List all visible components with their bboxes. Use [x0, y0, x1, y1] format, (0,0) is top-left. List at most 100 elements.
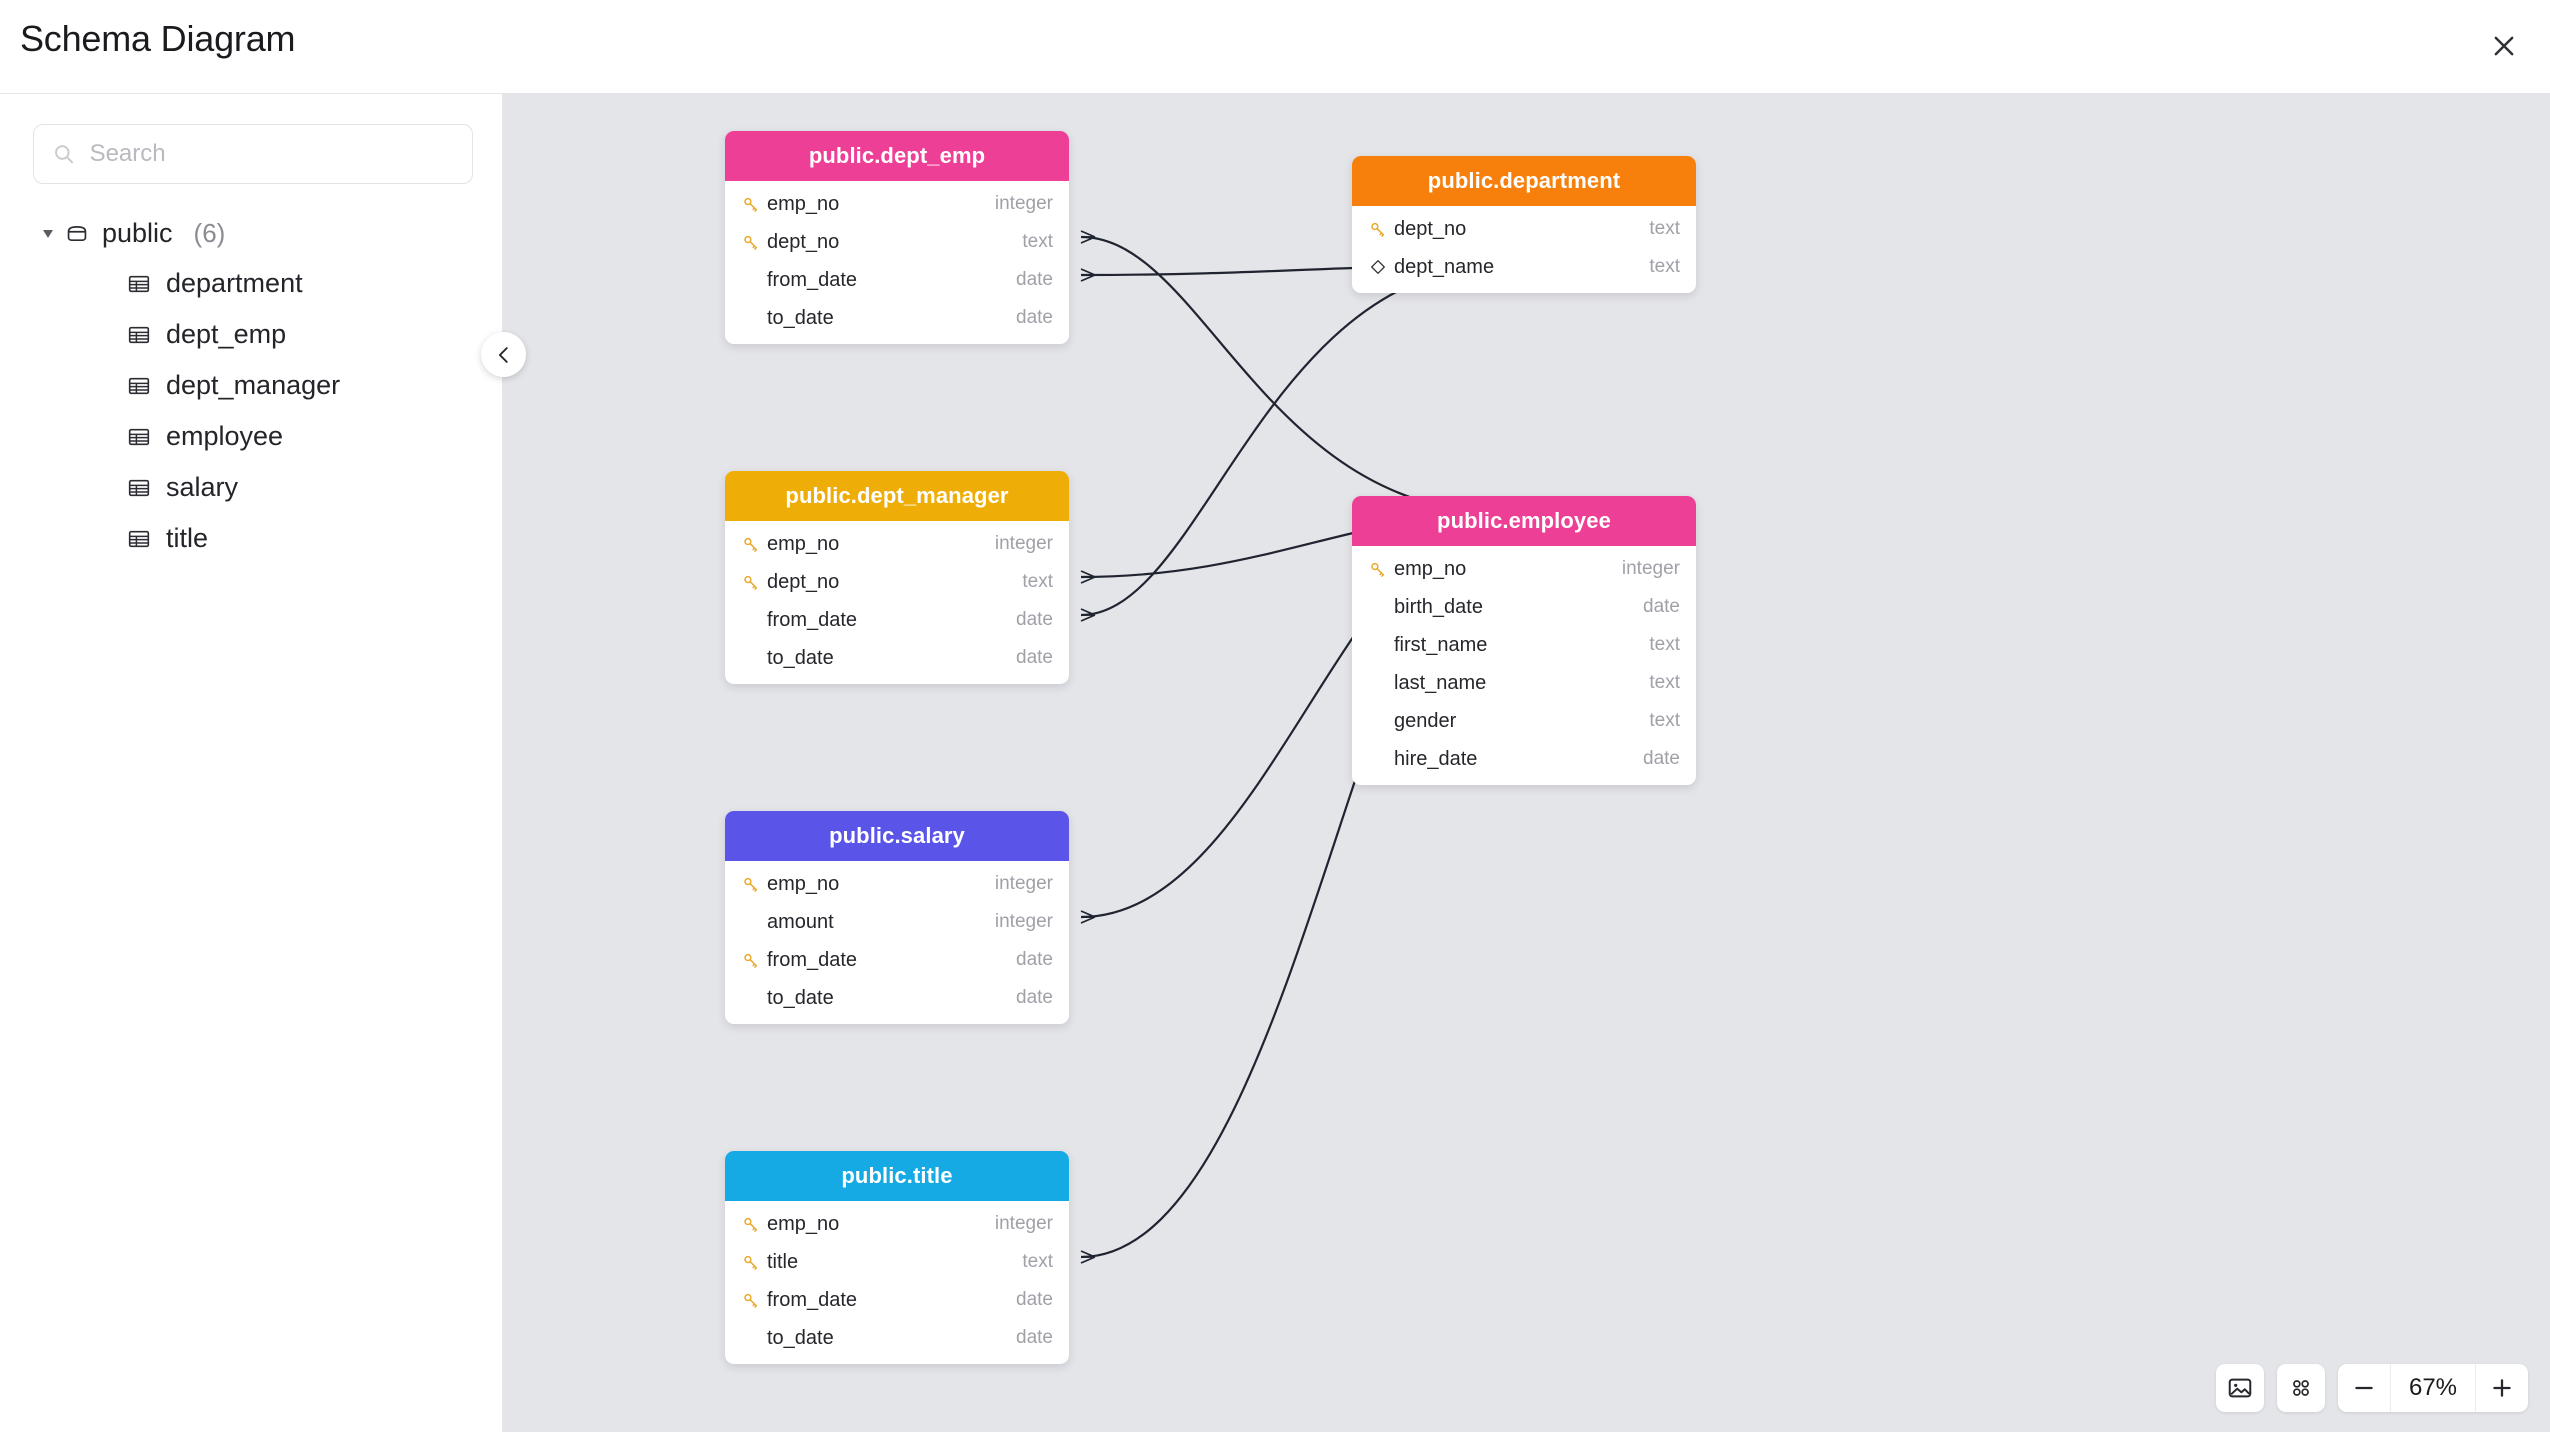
key-icon-slot: [1367, 558, 1389, 580]
column-row[interactable]: dept_name text: [1352, 248, 1696, 286]
table-card-title: public.dept_manager: [725, 471, 1069, 521]
table-card-title[interactable]: public.title emp_no integer title text f…: [725, 1151, 1069, 1364]
tree-table-department[interactable]: department: [0, 258, 503, 309]
column-row[interactable]: gender text: [1352, 702, 1696, 740]
zoom-level-label[interactable]: 67%: [2390, 1364, 2476, 1412]
search-box[interactable]: [33, 124, 473, 184]
key-icon-slot: [740, 1213, 762, 1235]
column-type: text: [1649, 256, 1680, 277]
column-row[interactable]: emp_no integer: [725, 1205, 1069, 1243]
table-card-title: public.salary: [725, 811, 1069, 861]
zoom-in-button[interactable]: [2476, 1364, 2528, 1412]
export-image-button[interactable]: [2216, 1364, 2264, 1412]
tree-table-label: department: [166, 268, 303, 298]
column-row[interactable]: dept_no text: [1352, 210, 1696, 248]
tree-table-label: dept_manager: [166, 370, 341, 400]
table-card-department[interactable]: public.department dept_no text dept_name…: [1352, 156, 1696, 293]
column-row[interactable]: emp_no integer: [725, 185, 1069, 223]
table-card-dept_manager[interactable]: public.dept_manager emp_no integer dept_…: [725, 471, 1069, 684]
tree-table-salary[interactable]: salary: [0, 462, 503, 513]
column-name: to_date: [767, 646, 834, 669]
diagram-canvas[interactable]: public.dept_emp emp_no integer dept_no t…: [503, 93, 2550, 1432]
tree-table-employee[interactable]: employee: [0, 411, 503, 462]
column-name: dept_no: [1394, 217, 1467, 240]
column-type: integer: [994, 1213, 1053, 1234]
table-card-salary[interactable]: public.salary emp_no integer amount inte…: [725, 811, 1069, 1024]
key-icon: [744, 953, 758, 968]
key-icon-slot: [740, 949, 762, 971]
table-icon: [128, 377, 150, 394]
key-icon: [744, 575, 758, 590]
key-icon: [744, 1293, 758, 1308]
column-row[interactable]: to_date date: [725, 979, 1069, 1017]
close-icon: [2494, 36, 2514, 56]
column-row[interactable]: emp_no integer: [1352, 550, 1696, 588]
plus-icon: [2493, 1379, 2511, 1397]
key-icon-slot: [740, 193, 762, 215]
column-row[interactable]: from_date date: [725, 261, 1069, 299]
column-row[interactable]: to_date date: [725, 299, 1069, 337]
schema-table-count: (6): [193, 218, 226, 248]
column-row[interactable]: hire_date date: [1352, 740, 1696, 778]
column-row[interactable]: first_name text: [1352, 626, 1696, 664]
tree-table-title[interactable]: title: [0, 513, 503, 564]
table-icon: [128, 530, 150, 547]
key-icon-slot: [740, 571, 762, 593]
zoom-out-button[interactable]: [2338, 1364, 2390, 1412]
table-card-columns: emp_no integer dept_no text from_date da…: [725, 521, 1069, 684]
table-card-dept_emp[interactable]: public.dept_emp emp_no integer dept_no t…: [725, 131, 1069, 344]
column-type: date: [1016, 269, 1053, 290]
sidebar: public (6) department dept_emp dept_mana…: [0, 93, 526, 1432]
diamond-icon: [1371, 260, 1385, 274]
column-name: to_date: [767, 986, 834, 1009]
column-type: text: [1022, 231, 1053, 252]
column-row[interactable]: emp_no integer: [725, 525, 1069, 563]
column-row[interactable]: from_date date: [725, 941, 1069, 979]
column-row[interactable]: emp_no integer: [725, 865, 1069, 903]
chevron-down-icon[interactable]: [43, 229, 53, 238]
column-row[interactable]: to_date date: [725, 1319, 1069, 1357]
column-name: to_date: [767, 306, 834, 329]
minus-icon: [2355, 1386, 2373, 1390]
table-card-columns: emp_no integer title text from_date date…: [725, 1201, 1069, 1364]
column-name: to_date: [767, 1326, 834, 1349]
column-row[interactable]: from_date date: [725, 1281, 1069, 1319]
key-icon-slot: [740, 533, 762, 555]
column-name: title: [767, 1250, 799, 1273]
tree-table-dept_emp[interactable]: dept_emp: [0, 309, 503, 360]
key-icon: [1371, 222, 1385, 237]
column-type: text: [1649, 710, 1680, 731]
key-icon: [744, 877, 758, 892]
auto-layout-button[interactable]: [2277, 1364, 2325, 1412]
tree-table-label: employee: [166, 421, 284, 451]
column-type: text: [1649, 672, 1680, 693]
column-type: integer: [994, 873, 1053, 894]
column-row[interactable]: dept_no text: [725, 563, 1069, 601]
column-row[interactable]: dept_no text: [725, 223, 1069, 261]
column-type: date: [1016, 1289, 1053, 1310]
search-input[interactable]: [89, 140, 454, 168]
column-name: birth_date: [1394, 595, 1483, 618]
column-type: date: [1016, 987, 1053, 1008]
column-row[interactable]: to_date date: [725, 639, 1069, 677]
column-type: text: [1649, 634, 1680, 655]
column-row[interactable]: birth_date date: [1352, 588, 1696, 626]
table-card-title: public.department: [1352, 156, 1696, 206]
tree-schema-public[interactable]: public (6): [0, 209, 503, 258]
schema-name: public: [102, 218, 173, 248]
column-type: text: [1649, 218, 1680, 239]
column-row[interactable]: title text: [725, 1243, 1069, 1281]
table-icon: [128, 275, 150, 292]
table-card-employee[interactable]: public.employee emp_no integer birth_dat…: [1352, 496, 1696, 785]
column-row[interactable]: from_date date: [725, 601, 1069, 639]
column-type: integer: [994, 193, 1053, 214]
column-name: dept_no: [767, 570, 840, 593]
tree-table-list: department dept_emp dept_manager employe…: [0, 258, 503, 564]
table-card-columns: emp_no integer amount integer from_date …: [725, 861, 1069, 1024]
page-title: Schema Diagram: [20, 18, 296, 59]
close-button[interactable]: [2480, 22, 2528, 70]
tree-table-dept_manager[interactable]: dept_manager: [0, 360, 503, 411]
column-row[interactable]: amount integer: [725, 903, 1069, 941]
column-row[interactable]: last_name text: [1352, 664, 1696, 702]
sidebar-collapse-button[interactable]: [481, 332, 526, 377]
